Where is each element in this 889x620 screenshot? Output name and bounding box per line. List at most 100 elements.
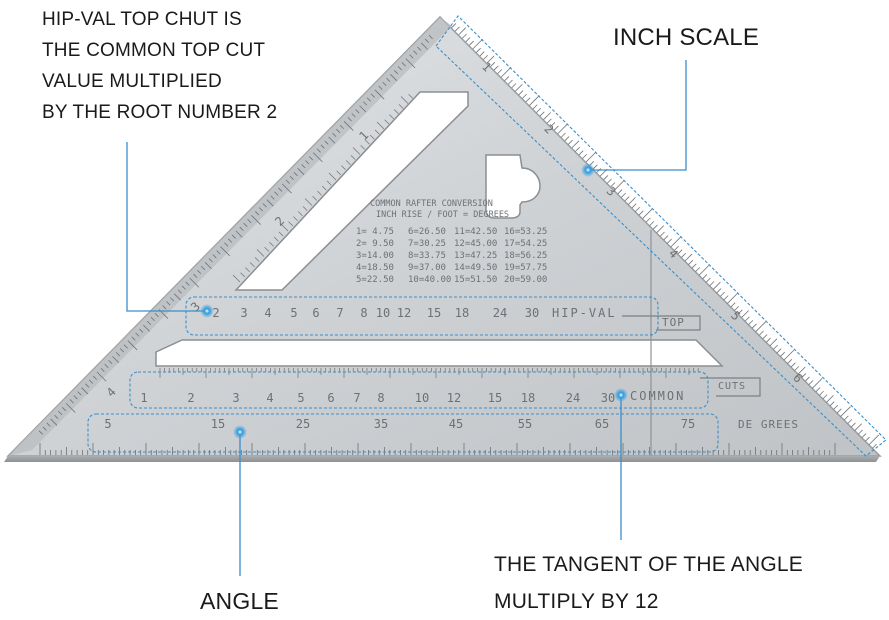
inch-tick: [515, 83, 523, 92]
left-edge-tick: [289, 175, 294, 180]
inch-tick: [490, 62, 496, 67]
left-edge-tick: [143, 324, 150, 332]
inch-tick: [465, 37, 471, 43]
left-edge-tick: [320, 144, 325, 149]
common-number: 12: [447, 391, 461, 405]
inch-tick: [670, 236, 682, 248]
tangent-dot: [614, 388, 628, 402]
conversion-cell: 14=49.50: [454, 263, 497, 273]
inch-tick: [578, 150, 584, 156]
left-edge-tick: [88, 379, 94, 384]
upper-tick: [273, 236, 279, 242]
left-edge-tick: [85, 383, 90, 388]
conversion-table: COMMON RAFTER CONVERSION INCH RISE / FOO…: [356, 199, 547, 285]
inch-tick: [617, 189, 623, 195]
left-edge-tick: [336, 128, 341, 133]
hip-leader: [126, 142, 205, 312]
left-edge-tick: [262, 203, 267, 208]
left-edge-tick: [170, 297, 175, 302]
inch-tick: [681, 252, 686, 258]
hip-dot: [200, 304, 214, 318]
left-edge-tick: [50, 418, 58, 426]
inch-tick: [635, 206, 641, 212]
inch-tick: [804, 376, 810, 382]
degree-number: 55: [518, 417, 532, 431]
left-edge-tick: [231, 234, 236, 239]
upper-tick: [360, 144, 366, 150]
common-number: 15: [488, 391, 502, 405]
inch-tick: [624, 196, 630, 202]
left-edge-tick: [312, 152, 323, 163]
left-edge-tick: [54, 414, 59, 419]
inch-tick: [557, 123, 568, 135]
left-edge-tick: [96, 371, 107, 382]
left-edge-tick: [112, 356, 120, 364]
inch-tick: [815, 387, 821, 393]
left-edge-tick: [363, 101, 368, 106]
inch-tick: [868, 434, 880, 446]
left-edge-tick: [324, 140, 329, 145]
upper-slot: [234, 91, 469, 291]
speed-square: [4, 15, 882, 462]
left-edge-tick: [378, 85, 383, 90]
inch-tick: [571, 140, 580, 149]
left-edge-tick: [359, 105, 367, 113]
left-edge-tick: [131, 336, 136, 341]
inch-tick: [621, 192, 626, 198]
top-arrow: [622, 315, 701, 331]
inch-tick: [649, 221, 655, 226]
inch-tick: [833, 404, 839, 410]
upper-tick: [384, 119, 390, 125]
inch-tick: [854, 423, 863, 431]
inch-tick: [656, 225, 665, 234]
inch-tick: [822, 394, 828, 400]
left-edge-tick: [328, 136, 336, 144]
left-edge-tick: [208, 258, 213, 263]
inch-tick: [532, 104, 538, 110]
left-edge-tick: [127, 340, 138, 351]
upper-tick: [341, 165, 346, 171]
upper-tick: [249, 262, 255, 267]
inch-tick: [843, 415, 849, 421]
upper-tick: [408, 93, 414, 99]
left-edge-tick: [104, 363, 109, 369]
left-edge-tick: [154, 312, 159, 318]
inch-tick: [575, 146, 580, 152]
inch-tick: [483, 54, 489, 60]
hip-val-highlight: [185, 296, 659, 336]
left-edge-tick: [173, 293, 181, 301]
left-edge-tick: [162, 305, 167, 310]
upper-tick: [302, 206, 308, 211]
upper-tick: [369, 134, 375, 140]
upper-tick: [345, 160, 351, 165]
inch-tick: [741, 310, 749, 318]
common-number: 10: [415, 391, 429, 405]
left-edge-tick: [405, 58, 416, 69]
left-edge-tick: [258, 207, 263, 212]
inch-tick: [560, 132, 566, 138]
inch-tick: [847, 419, 853, 424]
left-edge-tick: [197, 269, 202, 275]
left-edge-tick: [123, 344, 128, 349]
left-edge-tick: [397, 66, 402, 71]
hip-val-callout: HIP-VAL TOP CHUT IS THE COMMON TOP CUT V…: [42, 4, 277, 128]
common-number: 8: [377, 391, 384, 405]
inch-tick: [790, 362, 796, 368]
hip-val-callout-line-1: HIP-VAL TOP CHUT IS: [42, 9, 242, 30]
upper-tick: [297, 211, 303, 216]
left-edge-tick: [42, 426, 47, 431]
inch-tick: [794, 366, 800, 371]
upper-tick: [312, 195, 318, 201]
inch-tick: [469, 40, 474, 46]
upper-tick: [317, 190, 322, 196]
left-edge-tick: [282, 183, 292, 194]
conversion-cell: 13=47.25: [454, 251, 497, 261]
inch-scale-ticks: [451, 23, 880, 449]
left-edge-tick: [305, 160, 310, 165]
left-edge-tick: [420, 42, 428, 50]
inch-tick: [536, 107, 542, 113]
upper-tick: [278, 231, 284, 237]
left-edge-tick: [166, 301, 171, 306]
inch-tick: [677, 249, 683, 255]
